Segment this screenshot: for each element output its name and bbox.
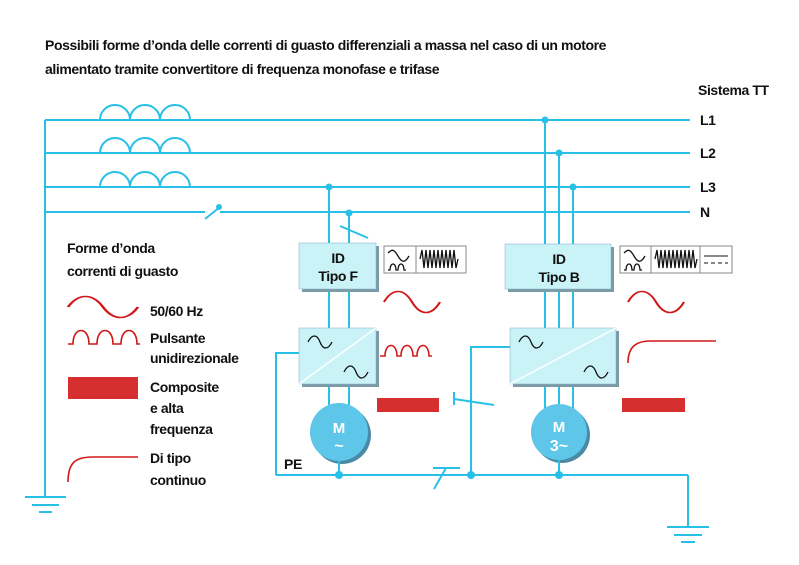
earth-ground-right-icon (667, 526, 709, 543)
type-b-waveforms (622, 290, 716, 412)
legend-pulsante: Pulsante (150, 330, 206, 346)
system-label: Sistema TT (698, 82, 770, 98)
pe-label: PE (284, 456, 302, 472)
composite-wave-icon (68, 377, 138, 399)
legend-composite: Composite (150, 379, 219, 395)
label-n: N (700, 204, 710, 220)
waveform-box-type-f (383, 245, 467, 274)
ac-symbol-icon (307, 335, 333, 349)
label-l1: L1 (700, 112, 716, 128)
motor-3-symbol: 3~ (550, 438, 568, 455)
legend-heading-1: Forme d’onda (67, 240, 155, 256)
motor-three-phase (531, 404, 587, 460)
rcd-type-b (504, 243, 612, 290)
motor-1-label: M (333, 420, 346, 437)
legend-frequenza: frequenza (150, 421, 213, 437)
ac-symbol-icon (518, 335, 544, 349)
title-line-1: Possibili forme d’onda delle correnti di… (45, 37, 607, 53)
legend-heading-2: correnti di guasto (67, 263, 178, 279)
ac-symbol-icon (343, 365, 369, 379)
rcd-b-label-2: Tipo B (539, 269, 580, 285)
motor-3-label: M (553, 419, 566, 436)
neutral-switch (204, 204, 222, 220)
rcd-b-label-1: ID (552, 251, 565, 267)
supply-lines (44, 119, 690, 497)
rcd-f-label-1: ID (331, 250, 344, 266)
legend: Forme d’onda correnti di guasto 50/60 Hz… (66, 240, 240, 488)
legend-e-alta: e alta (150, 400, 184, 416)
earth-ground-left-icon (25, 496, 66, 513)
rcd-f-label-2: Tipo F (318, 268, 358, 284)
legend-unidirezionale: unidirezionale (150, 350, 239, 366)
type-f-waveforms (377, 290, 442, 412)
label-l2: L2 (700, 145, 716, 161)
transformer-coils (99, 104, 191, 188)
legend-50-60hz: 50/60 Hz (150, 303, 203, 319)
legend-di-tipo: Di tipo (150, 450, 191, 466)
ac-symbol-icon (583, 365, 609, 379)
legend-continuo: continuo (150, 472, 206, 488)
three-phase-circuit: ID Tipo B M 3~ (453, 116, 619, 479)
pe-bus (276, 467, 689, 527)
motor-single-phase (310, 403, 368, 461)
pulsating-wave-icon (68, 329, 140, 345)
dc-wave-icon (67, 456, 138, 483)
waveform-box-type-b (619, 245, 733, 274)
motor-1-symbol: ~ (334, 438, 343, 455)
single-phase-circuit: ID Tipo F M ~ PE (275, 183, 379, 479)
rcd-type-f (298, 242, 377, 290)
label-l3: L3 (700, 179, 716, 195)
title-line-2: alimentato tramite convertitore di frequ… (45, 61, 440, 77)
sine-wave-icon (66, 295, 140, 319)
